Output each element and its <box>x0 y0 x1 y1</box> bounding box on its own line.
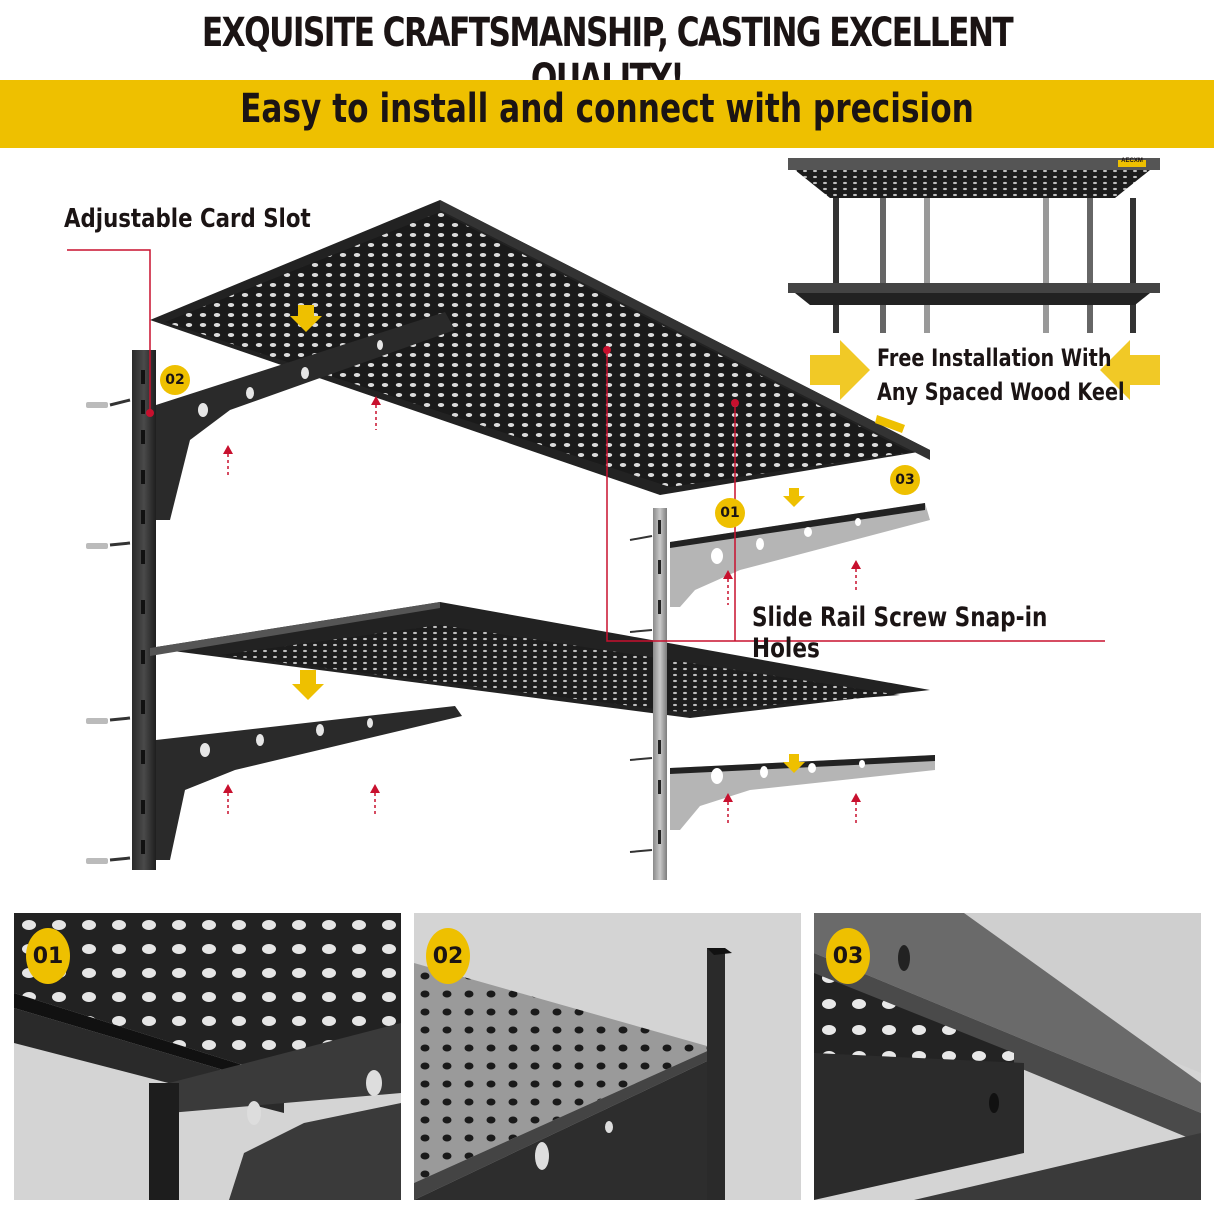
detail-badge-01: 01 <box>26 928 70 984</box>
detail-panel-01: 01 <box>14 913 401 1200</box>
subtitle-band <box>0 80 1214 148</box>
detail-badge-02: 02 <box>426 928 470 984</box>
detail-image-01 <box>14 913 401 1200</box>
detail-panel-03: 03 <box>814 913 1201 1200</box>
shelf-illustration <box>67 158 1160 880</box>
badge-03: 03 <box>890 465 920 495</box>
detail-image-03 <box>814 913 1201 1200</box>
callout-free-install-2: Any Spaced Wood Keel <box>877 378 1125 406</box>
callout-slide-rail: Slide Rail Screw Snap-in Holes <box>752 602 1048 664</box>
detail-image-02 <box>414 948 732 1200</box>
detail-panel-02: 02 <box>414 913 801 1200</box>
headline: EXQUISITE CRAFTSMANSHIP, CASTING EXCELLE… <box>201 10 1014 102</box>
subtitle: Easy to install and connect with precisi… <box>240 86 974 132</box>
badge-02: 02 <box>160 365 190 395</box>
badge-01: 01 <box>715 498 745 528</box>
callout-free-install-1: Free Installation With <box>877 344 1112 372</box>
brand-label: AECXM <box>1121 158 1143 164</box>
detail-badge-03: 03 <box>826 928 870 984</box>
callout-card-slot: Adjustable Card Slot <box>64 204 311 234</box>
